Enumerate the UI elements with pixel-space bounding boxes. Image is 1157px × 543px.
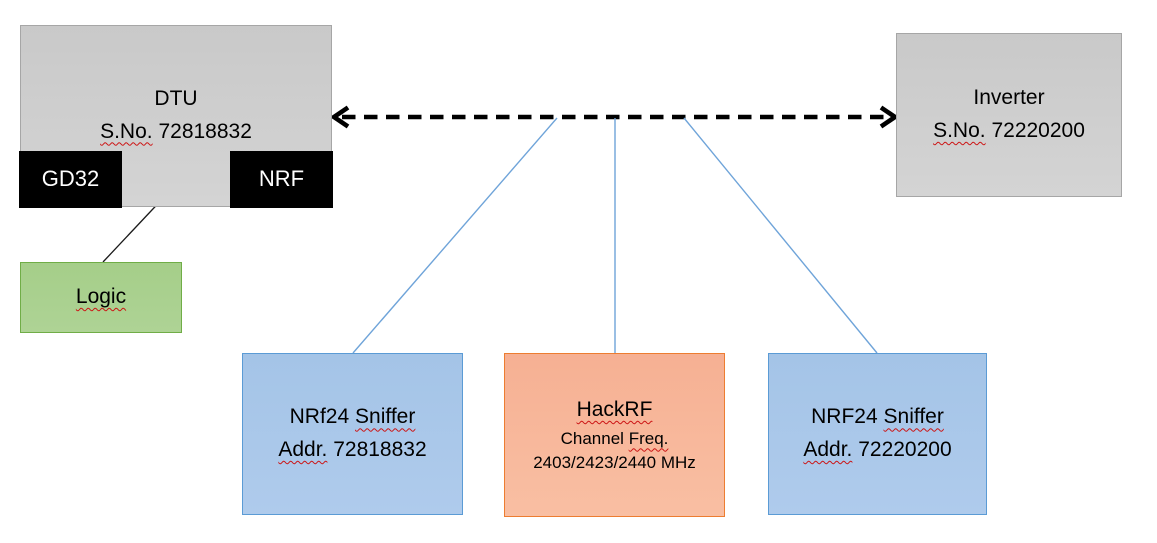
- nrf-label: NRF: [258, 166, 305, 192]
- inverter-serial: S.No. 72220200: [933, 115, 1085, 148]
- node-sniffer-left: NRf24 Sniffer Addr. 72818832: [242, 353, 463, 515]
- logic-label: Logic: [75, 285, 127, 309]
- node-sniffer-right: NRF24 Sniffer Addr. 72220200: [768, 353, 987, 515]
- inverter-serial-label: S.No.: [933, 119, 986, 142]
- inverter-serial-value: 72220200: [991, 119, 1085, 142]
- node-gd32: GD32: [19, 151, 122, 208]
- hackrf-freq-word: Freq.: [628, 428, 669, 448]
- sniffer-right-addr-label: Addr.: [803, 438, 853, 461]
- dtu-serial-value: 72818832: [158, 119, 252, 143]
- tap-line-sniffer-left: [352, 117, 558, 354]
- dashed-link-arrowhead-right: [879, 105, 900, 129]
- node-hackrf: HackRF Channel Freq. 2403/2423/2440 MHz: [504, 353, 725, 517]
- dtu-serial-label: S.No.: [100, 119, 153, 143]
- hackrf-frequencies: 2403/2423/2440 MHz: [533, 453, 696, 473]
- node-nrf: NRF: [230, 151, 333, 208]
- dashed-link-arrowhead-left: [329, 105, 350, 129]
- sniffer-left-title: NRf24 Sniffer: [290, 401, 416, 434]
- hackrf-channel-word: Channel: [560, 428, 624, 448]
- dtu-title: DTU: [154, 87, 198, 110]
- node-inverter: Inverter S.No. 72220200: [896, 33, 1122, 197]
- sniffer-left-device: NRf24: [289, 405, 350, 429]
- sniffer-left-addr-label: Addr.: [278, 438, 328, 461]
- sniffer-left-addr-value: 72818832: [333, 438, 427, 461]
- dtu-serial: S.No. 72818832: [100, 116, 252, 149]
- hackrf-channel-line: Channel Freq.: [561, 427, 669, 452]
- tap-line-sniffer-right: [683, 117, 878, 354]
- sniffer-right-device: NRF24: [811, 405, 878, 429]
- sniffer-right-role: Sniffer: [883, 405, 944, 429]
- hackrf-title: HackRF: [576, 398, 653, 422]
- sniffer-right-title: NRF24 Sniffer: [811, 401, 944, 434]
- node-logic: Logic: [20, 262, 182, 333]
- gd32-label: GD32: [41, 166, 100, 192]
- sniffer-right-addr: Addr. 72220200: [803, 434, 951, 467]
- inverter-title: Inverter: [973, 86, 1045, 110]
- sniffer-left-role: Sniffer: [355, 405, 416, 429]
- sniffer-right-addr-value: 72220200: [858, 438, 952, 461]
- sniffer-left-addr: Addr. 72818832: [278, 434, 426, 467]
